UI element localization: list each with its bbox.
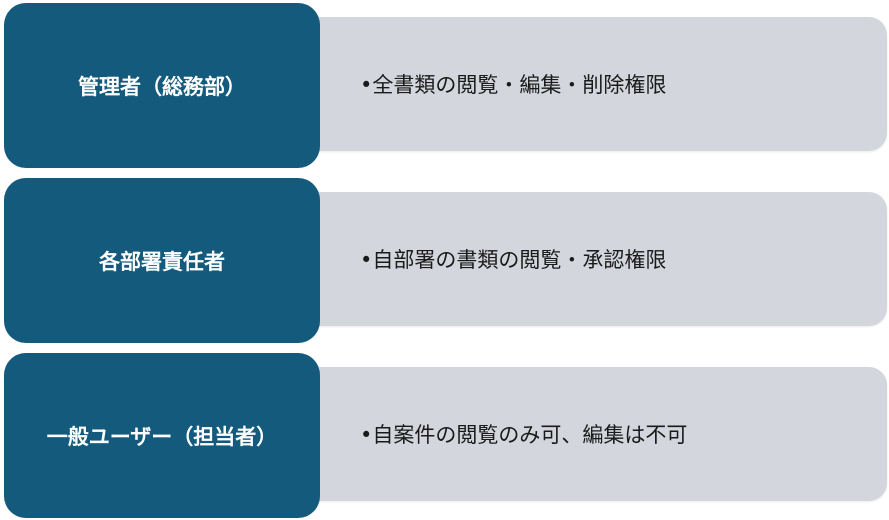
description-box: •全書類の閲覧・編集・削除権限 — [300, 17, 887, 151]
role-box: 各部署責任者 — [4, 178, 320, 343]
permission-row-admin: •全書類の閲覧・編集・削除権限 管理者（総務部） — [0, 3, 889, 168]
permission-row-department-head: •自部署の書類の閲覧・承認権限 各部署責任者 — [0, 178, 889, 343]
role-box: 一般ユーザー（担当者） — [4, 353, 320, 518]
description-text: •自案件の閲覧のみ可、編集は不可 — [360, 423, 688, 447]
description-box: •自案件の閲覧のみ可、編集は不可 — [300, 367, 887, 501]
description-text: •自部署の書類の閲覧・承認権限 — [360, 248, 667, 272]
role-box: 管理者（総務部） — [4, 3, 320, 168]
permission-row-general-user: •自案件の閲覧のみ可、編集は不可 一般ユーザー（担当者） — [0, 353, 889, 518]
role-label: 管理者（総務部） — [78, 74, 246, 99]
description-text: •全書類の閲覧・編集・削除権限 — [360, 73, 667, 97]
description-box: •自部署の書類の閲覧・承認権限 — [300, 192, 887, 326]
role-label: 各部署責任者 — [99, 249, 225, 274]
role-label: 一般ユーザー（担当者） — [46, 424, 278, 449]
